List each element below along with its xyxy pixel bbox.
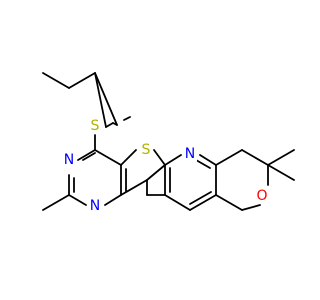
- bond: [68, 194, 87, 206]
- bond: [77, 149, 96, 161]
- bond: [241, 204, 261, 211]
- nitrogen-atom-pyridine: N: [183, 146, 197, 162]
- bond: [42, 72, 70, 89]
- bond: [195, 159, 211, 169]
- bond: [164, 194, 191, 211]
- bond: [153, 149, 166, 166]
- bond: [215, 194, 243, 211]
- nitrogen-atom-pyrimidine-top: N: [62, 152, 76, 168]
- sulfur-atom-thioether: S: [88, 118, 102, 134]
- nitrogen-atom-pyrimidine-bottom: N: [88, 198, 102, 214]
- bond: [199, 154, 217, 166]
- sulfur-label: S: [142, 142, 151, 158]
- oxygen-atom-pyran: O: [255, 188, 269, 204]
- bond: [105, 122, 114, 128]
- bond: [120, 179, 148, 196]
- bond: [94, 72, 107, 128]
- bonds: [42, 72, 295, 211]
- nitrogen-label: N: [64, 152, 74, 168]
- bond: [189, 194, 217, 211]
- bond: [123, 116, 131, 121]
- bond: [104, 194, 122, 206]
- nitrogen-label: N: [90, 198, 100, 214]
- bond: [82, 152, 96, 161]
- bond: [215, 149, 243, 166]
- sulfur-atom-thiophene: S: [139, 142, 153, 158]
- atom-labels: S S N N N O: [62, 118, 269, 214]
- bond: [164, 154, 182, 166]
- bond: [120, 149, 137, 166]
- bond: [94, 72, 118, 126]
- sulfur-label: S: [91, 118, 100, 134]
- bond: [68, 72, 96, 89]
- bond: [189, 191, 212, 205]
- bond: [267, 164, 295, 181]
- oxygen-label: O: [256, 188, 267, 204]
- chemical-structure-diagram: S S N N N O: [42, 72, 295, 214]
- bond: [146, 164, 166, 181]
- nitrogen-label: N: [185, 146, 195, 162]
- bond: [42, 194, 70, 211]
- bond: [241, 149, 269, 166]
- bond: [94, 149, 122, 166]
- bond: [267, 149, 295, 166]
